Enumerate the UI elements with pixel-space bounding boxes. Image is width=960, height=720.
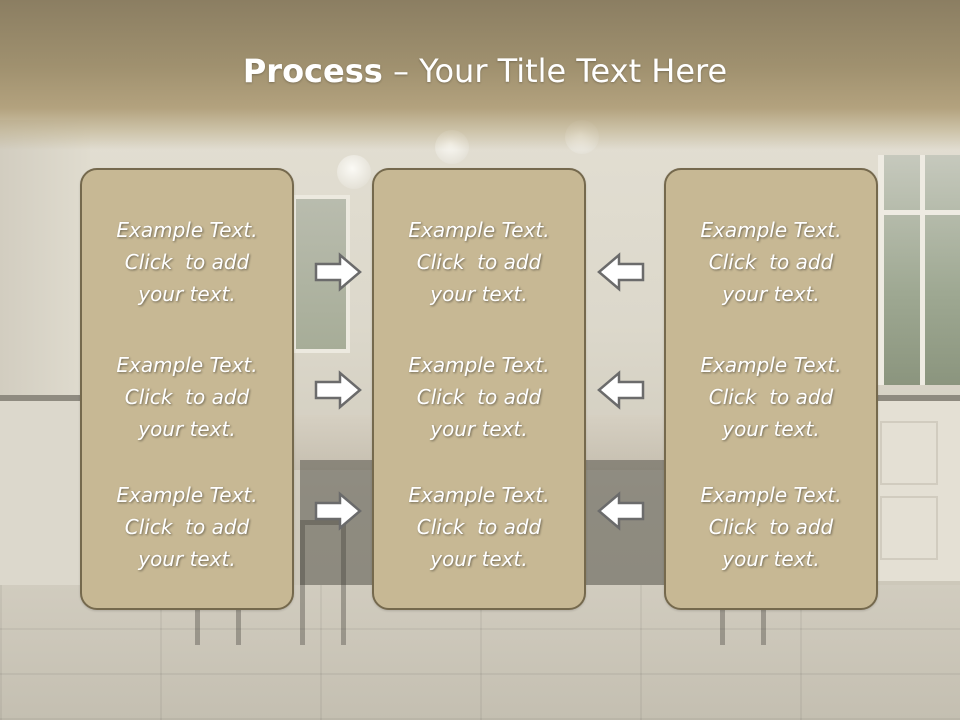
right-arrow-icon [314, 491, 362, 531]
title-banner [0, 0, 960, 150]
title-bold: Process [242, 52, 383, 90]
panel-2-text-2[interactable]: Example Text. Click to add your text. [408, 353, 550, 441]
panel-3-text-1[interactable]: Example Text. Click to add your text. [700, 218, 842, 306]
left-arrow-icon [597, 370, 645, 410]
panel-2-text-3[interactable]: Example Text. Click to add your text. [408, 483, 550, 571]
panel-1-text-3[interactable]: Example Text. Click to add your text. [116, 483, 258, 571]
panel-2-text-1[interactable]: Example Text. Click to add your text. [408, 218, 550, 306]
left-arrow-icon [597, 252, 645, 292]
right-arrow-icon [314, 370, 362, 410]
panel-1-text-1[interactable]: Example Text. Click to add your text. [116, 218, 258, 306]
process-panel-2: Example Text. Click to add your text. Ex… [372, 168, 586, 610]
right-arrow-icon [314, 252, 362, 292]
process-panel-3: Example Text. Click to add your text. Ex… [664, 168, 878, 610]
panel-3-text-2[interactable]: Example Text. Click to add your text. [700, 353, 842, 441]
panel-3-text-3[interactable]: Example Text. Click to add your text. [700, 483, 842, 571]
left-arrow-icon [597, 491, 645, 531]
process-panel-1: Example Text. Click to add your text. Ex… [80, 168, 294, 610]
slide-title[interactable]: Process – Your Title Text Here [0, 52, 960, 90]
title-rest: – Your Title Text Here [382, 52, 728, 90]
panel-1-text-2[interactable]: Example Text. Click to add your text. [116, 353, 258, 441]
